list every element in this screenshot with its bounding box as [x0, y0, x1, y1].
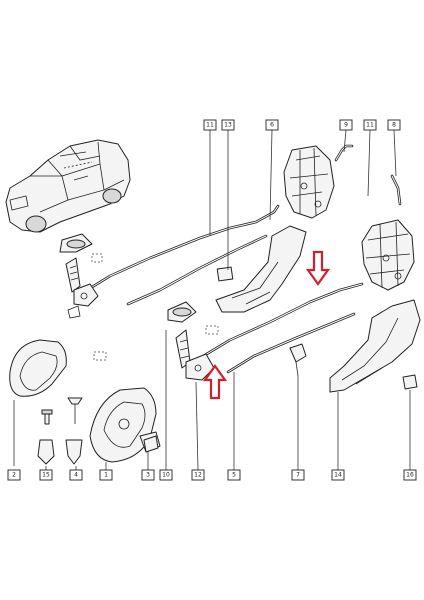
screw-15 — [37, 409, 55, 465]
handle-lever-lower — [175, 329, 215, 381]
callout-7: 7 — [291, 469, 305, 481]
svg-text:7: 7 — [296, 472, 300, 479]
svg-text:5: 5 — [232, 472, 236, 479]
arrow-up — [202, 364, 228, 400]
inner-door-handle — [9, 339, 67, 397]
svg-text:12: 12 — [194, 472, 202, 479]
inner-bracket-14 — [329, 299, 421, 393]
car-wheel-front — [25, 215, 47, 233]
rod-8 — [390, 174, 402, 206]
handle-bezel-lower — [167, 301, 197, 323]
callout-6: 6 — [265, 119, 279, 131]
clip-7 — [289, 343, 307, 377]
callout-11-right: 11 — [363, 119, 377, 131]
svg-text:13: 13 — [224, 122, 232, 129]
callout-5: 5 — [227, 469, 241, 481]
svg-text:3: 3 — [146, 472, 150, 479]
callout-8: 8 — [387, 119, 401, 131]
clip-4 — [65, 397, 83, 465]
callout-4: 4 — [69, 469, 83, 481]
svg-text:11: 11 — [206, 122, 214, 129]
svg-text:6: 6 — [270, 122, 274, 129]
callout-9: 9 — [339, 119, 353, 131]
callout-2: 2 — [7, 469, 21, 481]
callout-14: 14 — [331, 469, 345, 481]
callout-13: 13 — [221, 119, 235, 131]
handle-lever-upper — [65, 257, 99, 319]
leader-lines — [13, 129, 411, 471]
svg-text:1: 1 — [104, 472, 108, 479]
car-illustration — [5, 139, 131, 233]
svg-text:14: 14 — [334, 472, 342, 479]
svg-text:15: 15 — [42, 472, 50, 479]
door-latch-upper — [283, 145, 335, 219]
svg-text:16: 16 — [406, 472, 414, 479]
svg-text:9: 9 — [344, 122, 348, 129]
callout-16: 16 — [403, 469, 417, 481]
svg-text:10: 10 — [162, 472, 170, 479]
door-latch-lower — [361, 219, 415, 291]
svg-text:2: 2 — [12, 472, 16, 479]
svg-text:8: 8 — [392, 122, 396, 129]
callout-1: 1 — [99, 469, 113, 481]
car-wheel-rear — [102, 188, 122, 204]
dashed-frame-upper — [91, 253, 103, 263]
callout-15: 15 — [39, 469, 53, 481]
rod-5 — [226, 312, 356, 374]
callout-12: 12 — [191, 469, 205, 481]
callout-3: 3 — [141, 469, 155, 481]
dashed-frame-lower — [93, 325, 219, 361]
handle-bezel-upper — [59, 233, 93, 253]
svg-text:4: 4 — [74, 472, 78, 479]
callout-10: 10 — [159, 469, 173, 481]
svg-text:11: 11 — [366, 122, 374, 129]
callout-11-top: 11 — [203, 119, 217, 131]
inner-bracket-13 — [215, 225, 307, 313]
lock-cap-3 — [143, 435, 159, 453]
arrow-down — [305, 250, 331, 286]
